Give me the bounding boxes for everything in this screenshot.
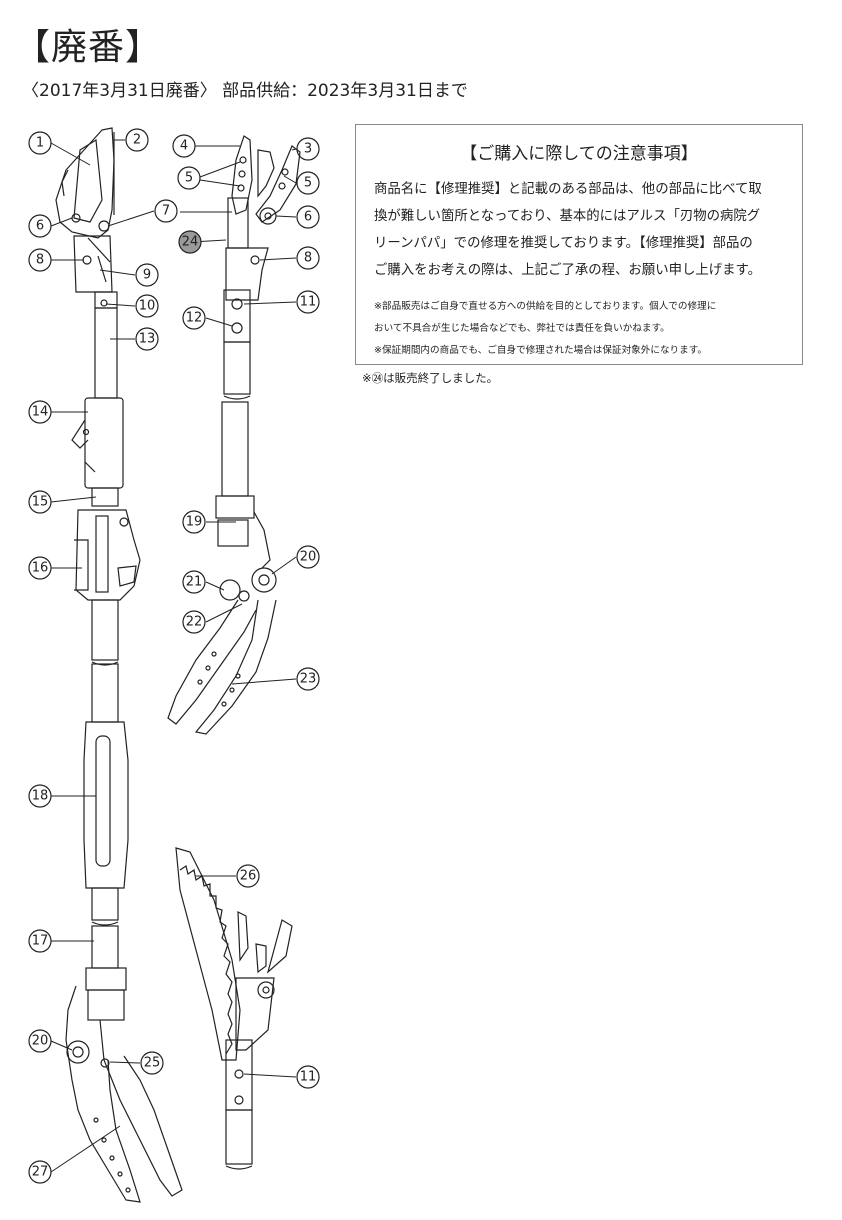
- callout-6: 6: [28, 214, 52, 238]
- callout-2: 2: [125, 128, 149, 152]
- svg-text:15: 15: [32, 495, 49, 510]
- callout-18: 18: [28, 784, 52, 808]
- notice-disclaimer: ※部品販売はご自身で直せる方への供給を目的としております。個人での修理に おいて…: [374, 296, 788, 362]
- callout-26: 26: [236, 864, 260, 888]
- page-title: 【廃番】: [14, 27, 163, 68]
- callout-3: 3: [296, 137, 320, 161]
- notice-body: 商品名に【修理推奨】と記載のある部品は、他の部品に比べて取 換が難しい箇所となっ…: [374, 176, 788, 284]
- grip-holes: [93, 1117, 131, 1193]
- callout-10: 10: [135, 294, 159, 318]
- svg-text:20: 20: [32, 1034, 49, 1049]
- svg-text:2: 2: [133, 133, 141, 148]
- disclaimer-line: ※保証期間内の商品でも、ご自身で修理された場合は保証対象外になります。: [374, 345, 707, 356]
- svg-text:22: 22: [186, 615, 203, 630]
- svg-text:27: 27: [32, 1165, 49, 1180]
- callout-1: 1: [28, 131, 52, 155]
- callout-11: 11: [296, 290, 320, 314]
- svg-text:20: 20: [300, 550, 317, 565]
- callout-22: 22: [182, 610, 206, 634]
- notice-line: 商品名に【修理推奨】と記載のある部品は、他の部品に比べて取: [374, 182, 762, 197]
- callout-7: 7: [154, 199, 178, 223]
- svg-text:26: 26: [240, 869, 257, 884]
- svg-text:25: 25: [144, 1056, 161, 1071]
- notice-line: リーンパパ」での修理を推奨しております。【修理推奨】部品の: [374, 236, 753, 251]
- callout-17: 17: [28, 929, 52, 953]
- svg-text:19: 19: [186, 515, 203, 530]
- callout-19: 19: [182, 510, 206, 534]
- page-subtitle: 〈2017年3月31日廃番〉 部品供給：2023年3月31日まで: [22, 81, 468, 101]
- discontinued-note: ※㉔は販売終了しました。: [362, 371, 499, 385]
- svg-text:9: 9: [143, 268, 151, 283]
- main-assembly-drawing: [55, 127, 183, 1203]
- callout-23: 23: [296, 667, 320, 691]
- svg-text:17: 17: [32, 934, 49, 949]
- svg-text:24: 24: [182, 235, 199, 250]
- callout-14: 14: [28, 400, 52, 424]
- svg-text:8: 8: [36, 253, 44, 268]
- callout-20: 20: [28, 1029, 52, 1053]
- svg-text:4: 4: [180, 139, 188, 154]
- disclaimer-line: おいて不具合が生じた場合などでも、弊社では責任を負いかねます。: [374, 323, 670, 334]
- callout-5: 5: [296, 171, 320, 195]
- svg-text:5: 5: [304, 176, 312, 191]
- notice-box: 【ご購入に際しての注意事項】 商品名に【修理推奨】と記載のある部品は、他の部品に…: [355, 124, 803, 365]
- notice-line: ご購入をお考えの際は、上記ご了承の程、お願い申し上げます。: [374, 263, 761, 278]
- saw-drawing: [175, 847, 293, 1170]
- callout-6: 6: [296, 205, 320, 229]
- svg-text:7: 7: [162, 204, 170, 219]
- svg-text:5: 5: [185, 171, 193, 186]
- head-exploded-drawing: [223, 135, 301, 400]
- svg-text:18: 18: [32, 789, 49, 804]
- callout-4: 4: [172, 134, 196, 158]
- callout-27: 27: [28, 1160, 52, 1184]
- notice-line: 換が難しい箇所となっており、基本的にはアルス「刃物の病院グ: [374, 209, 761, 224]
- callout-20: 20: [296, 545, 320, 569]
- svg-text:8: 8: [304, 251, 312, 266]
- callout-11: 11: [296, 1065, 320, 1089]
- callout-5: 5: [177, 166, 201, 190]
- callout-21: 21: [182, 570, 206, 594]
- callout-8: 8: [296, 246, 320, 270]
- callout-8: 8: [28, 248, 52, 272]
- callout-24: 24: [178, 230, 202, 254]
- handle-exploded-drawing: [167, 401, 277, 735]
- svg-text:12: 12: [186, 311, 203, 326]
- svg-text:16: 16: [32, 561, 49, 576]
- svg-text:14: 14: [32, 405, 49, 420]
- svg-text:3: 3: [304, 142, 312, 157]
- callout-16: 16: [28, 556, 52, 580]
- callout-12: 12: [182, 306, 206, 330]
- svg-text:13: 13: [139, 332, 156, 347]
- svg-text:11: 11: [300, 1070, 317, 1085]
- svg-text:1: 1: [36, 136, 44, 151]
- svg-text:23: 23: [300, 672, 317, 687]
- grip-holes: [197, 651, 241, 707]
- svg-text:10: 10: [139, 299, 156, 314]
- callout-25: 25: [140, 1051, 164, 1075]
- notice-heading: 【ご購入に際しての注意事項】: [460, 144, 698, 164]
- callout-9: 9: [135, 263, 159, 287]
- svg-text:21: 21: [186, 575, 203, 590]
- svg-text:6: 6: [304, 210, 312, 225]
- svg-text:6: 6: [36, 219, 44, 234]
- callout-15: 15: [28, 490, 52, 514]
- callout-13: 13: [135, 327, 159, 351]
- disclaimer-line: ※部品販売はご自身で直せる方への供給を目的としております。個人での修理に: [374, 301, 717, 312]
- svg-text:11: 11: [300, 295, 317, 310]
